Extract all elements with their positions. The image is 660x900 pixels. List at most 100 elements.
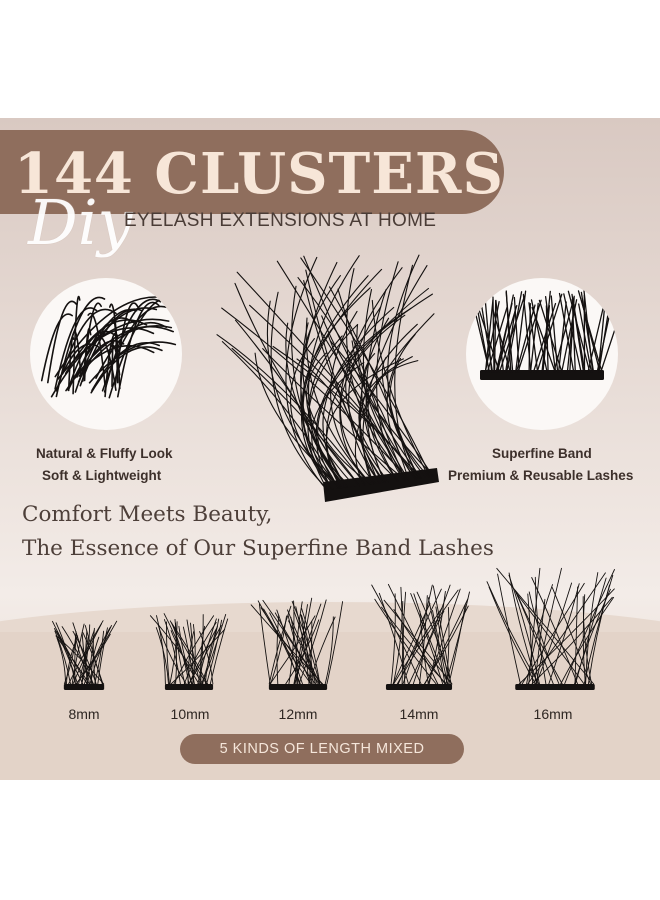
lash-fiber bbox=[234, 282, 360, 487]
lash-fiber bbox=[322, 306, 395, 488]
lash-fiber bbox=[293, 604, 308, 685]
lash-fiber bbox=[506, 291, 523, 373]
lash-fiber bbox=[291, 285, 345, 489]
length-label-16mm: 16mm bbox=[533, 706, 573, 722]
lash-fiber bbox=[534, 576, 547, 685]
length-label-8mm: 8mm bbox=[68, 706, 100, 722]
lash-fiber bbox=[178, 625, 193, 685]
lash-fiber bbox=[528, 591, 560, 685]
lash-fiber bbox=[201, 613, 227, 685]
lash-fiber bbox=[348, 306, 382, 484]
lash-fiber bbox=[117, 301, 160, 398]
lash-fiber bbox=[169, 620, 207, 685]
lash-fiber bbox=[587, 304, 605, 373]
lash-fiber bbox=[448, 603, 466, 685]
lash-fiber bbox=[362, 288, 399, 482]
length-label-10mm: 10mm bbox=[170, 706, 210, 722]
lash-band bbox=[385, 684, 453, 690]
lash-fiber bbox=[574, 577, 607, 685]
lash-fiber bbox=[535, 582, 573, 685]
tagline-line1: Comfort Meets Beauty, bbox=[22, 502, 273, 527]
lash-band bbox=[515, 684, 595, 690]
lash-fiber bbox=[97, 627, 108, 685]
feature-left-line2: Soft & Lightweight bbox=[42, 468, 162, 483]
lash-fiber bbox=[52, 620, 88, 685]
lash-fiber bbox=[206, 619, 223, 685]
lash-fiber bbox=[410, 593, 444, 685]
lash-fiber bbox=[302, 322, 372, 485]
lash-fiber bbox=[596, 288, 616, 373]
lash-fiber bbox=[541, 290, 551, 373]
lash-fiber bbox=[330, 310, 372, 485]
lash-cluster-10mm-icon bbox=[149, 613, 229, 690]
lash-fiber bbox=[475, 300, 501, 373]
lash-fiber bbox=[497, 573, 521, 685]
lash-fiber bbox=[326, 601, 344, 685]
lash-fiber bbox=[345, 349, 384, 484]
lash-fiber bbox=[270, 291, 329, 491]
lash-fiber bbox=[538, 299, 563, 373]
feature-right-line2: Premium & Reusable Lashes bbox=[448, 468, 634, 483]
lash-fiber bbox=[74, 632, 78, 685]
lash-fiber bbox=[76, 317, 136, 378]
lash-fiber bbox=[288, 600, 295, 685]
lash-fiber bbox=[387, 583, 439, 685]
lash-fiber bbox=[236, 271, 419, 479]
lash-fiber bbox=[72, 295, 81, 395]
lash-fiber bbox=[408, 584, 451, 685]
lash-fiber bbox=[94, 630, 105, 685]
lash-fiber bbox=[174, 619, 178, 685]
lash-fiber bbox=[561, 299, 578, 373]
lash-band-closeup-icon bbox=[466, 278, 618, 430]
lash-fiber bbox=[564, 569, 615, 685]
lash-fiber bbox=[204, 625, 218, 685]
lash-fiber bbox=[545, 305, 549, 373]
lash-band bbox=[164, 684, 214, 690]
lash-fiber bbox=[571, 298, 576, 373]
lash-fiber bbox=[268, 605, 292, 685]
lash-fiber bbox=[392, 600, 404, 685]
lash-fiber bbox=[87, 312, 106, 385]
lash-band bbox=[323, 468, 439, 502]
lash-fiber bbox=[276, 260, 405, 481]
lash-fiber bbox=[173, 615, 215, 685]
lash-fiber bbox=[374, 598, 437, 685]
diy-script-text: Diy bbox=[28, 186, 133, 259]
lash-fiber bbox=[188, 626, 218, 685]
lash-fiber bbox=[567, 290, 591, 373]
lash-fiber bbox=[496, 567, 595, 685]
lash-fiber bbox=[515, 592, 585, 685]
lash-fiber bbox=[493, 299, 497, 373]
lash-fiber bbox=[504, 306, 517, 373]
lash-fiber bbox=[201, 618, 220, 685]
lash-fiber bbox=[55, 308, 117, 392]
lash-fiber bbox=[582, 596, 593, 685]
lash-cluster-icon bbox=[216, 254, 439, 502]
lash-fiber bbox=[199, 631, 214, 685]
lash-fiber bbox=[518, 588, 615, 685]
lash-fiber bbox=[574, 588, 611, 685]
lash-fiber bbox=[156, 615, 166, 685]
length-label-14mm: 14mm bbox=[399, 706, 439, 722]
lash-fiber bbox=[362, 265, 428, 485]
lash-fiber bbox=[71, 330, 82, 374]
lash-fiber bbox=[114, 302, 139, 387]
lash-fiber bbox=[600, 317, 618, 373]
lash-fiber bbox=[402, 584, 433, 685]
lash-fiber bbox=[111, 338, 115, 388]
lash-fiber bbox=[497, 294, 514, 373]
lash-fiber bbox=[445, 607, 450, 685]
lash-fiber bbox=[56, 630, 84, 685]
lash-fiber bbox=[40, 313, 73, 382]
lash-fiber bbox=[250, 604, 324, 685]
lash-band bbox=[268, 684, 328, 690]
lash-fiber bbox=[402, 591, 407, 685]
lash-fiber bbox=[101, 305, 174, 392]
lash-fiber bbox=[307, 323, 359, 491]
lash-fiber bbox=[61, 626, 94, 685]
lash-fiber bbox=[557, 301, 567, 373]
lash-fiber bbox=[389, 357, 427, 478]
lash-fiber bbox=[170, 630, 200, 685]
product-panel: 144 CLUSTERS Diy EYELASH EXTENSIONS AT H… bbox=[0, 118, 660, 780]
lash-fiber bbox=[209, 618, 229, 685]
